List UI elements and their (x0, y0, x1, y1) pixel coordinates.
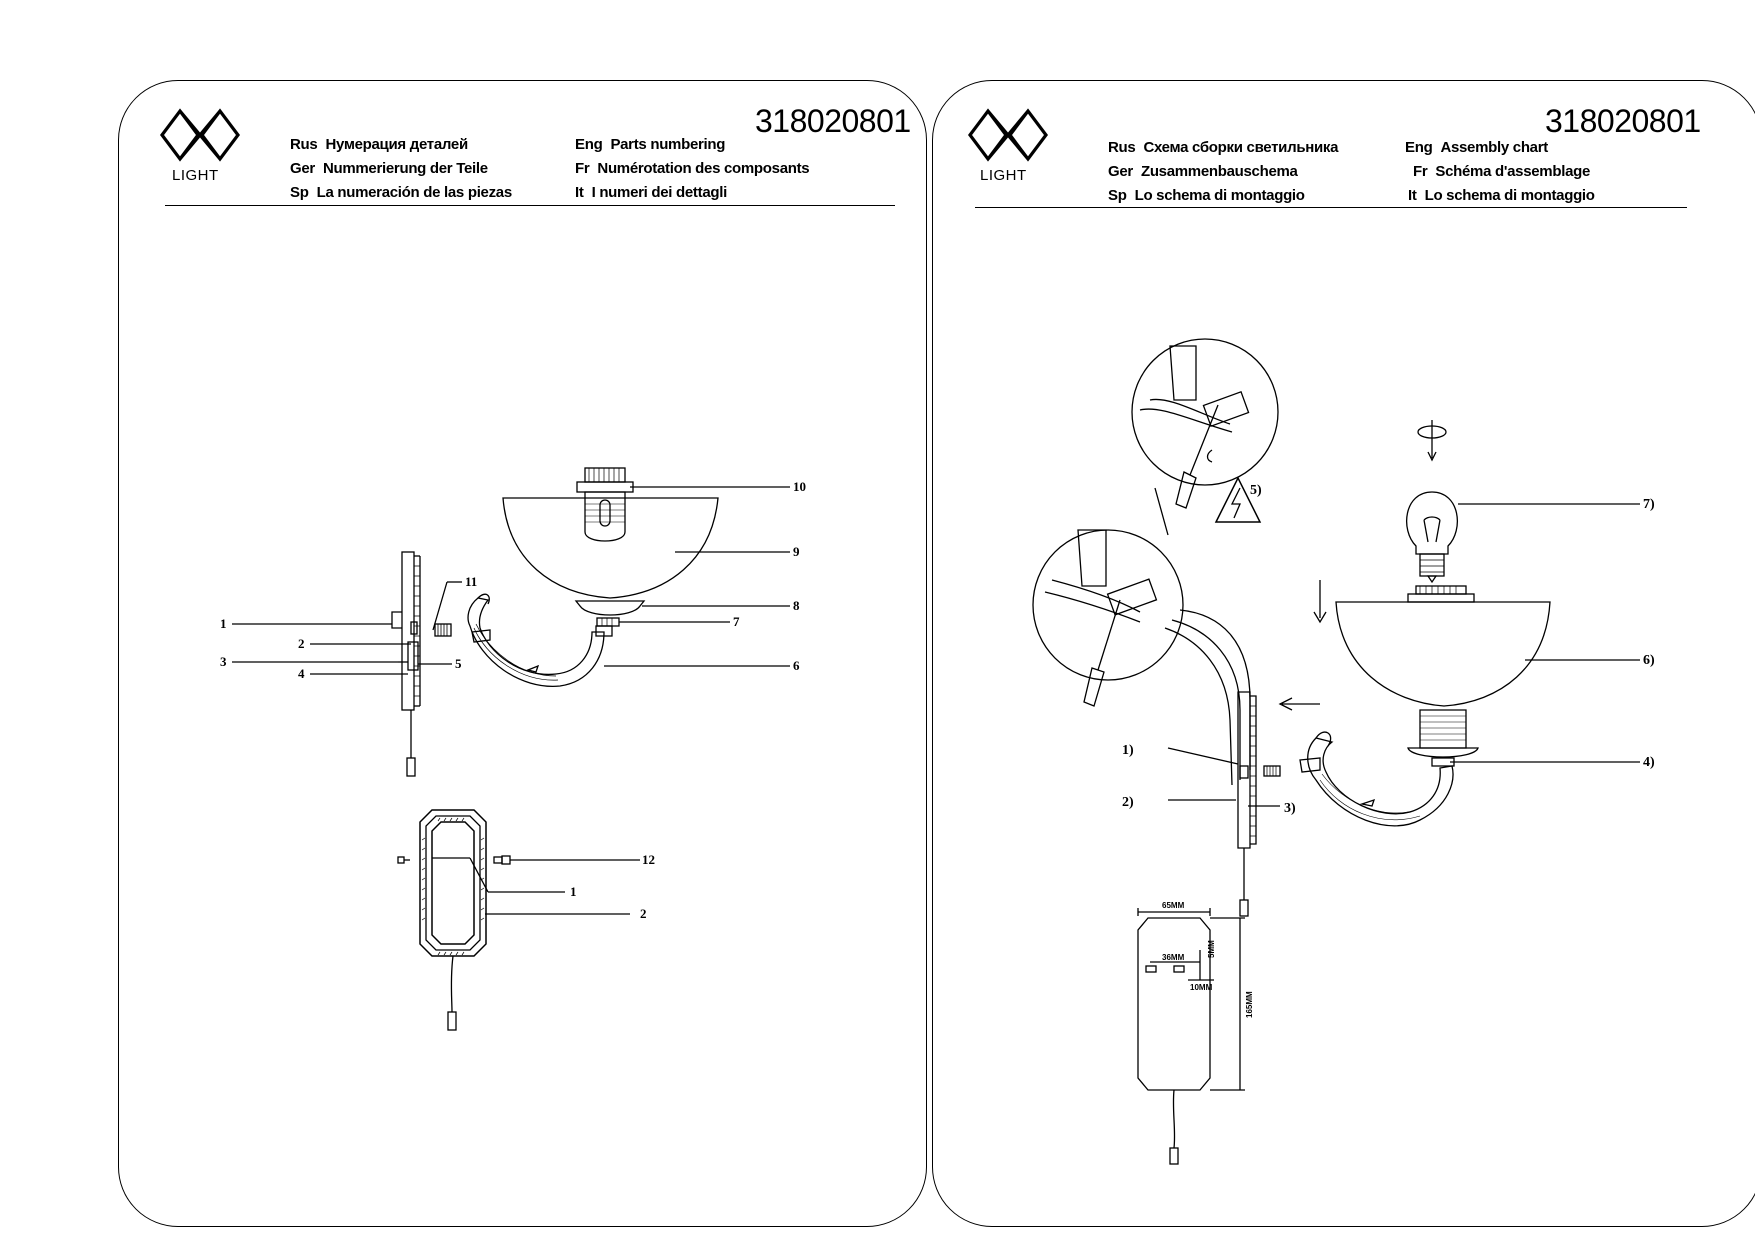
callout-2b: 2 (640, 906, 647, 921)
wiring-detail-circle-bottom (1032, 529, 1184, 681)
callout-9: 9 (793, 544, 800, 559)
backplate-side (401, 551, 415, 711)
step-6: 6) (1643, 653, 1655, 668)
dim-height: 165MM (1245, 991, 1254, 1018)
callout-3: 3 (220, 654, 227, 669)
callout-7: 7 (733, 614, 740, 629)
exploded-view-sconce (232, 467, 790, 777)
callout-4: 4 (298, 666, 305, 681)
step-7: 7) (1643, 497, 1655, 512)
rotate-arrow-icon (1417, 425, 1447, 439)
model-number-left: 318020801 (755, 103, 911, 139)
brand-logo-right: LIGHT (968, 105, 1058, 200)
callout-12: 12 (642, 852, 655, 867)
callout-8: 8 (793, 598, 800, 613)
electric-warning-icon (1214, 476, 1262, 523)
brand-logo-left: LIGHT (160, 105, 250, 200)
callout-1b: 1 (570, 884, 577, 899)
header-rule-right (975, 207, 1687, 208)
dim-10mm: 10MM (1190, 983, 1213, 992)
mw-light-logo-icon (968, 108, 1048, 162)
wiring-detail-circle-top (1131, 338, 1279, 486)
bulb-icon (1406, 491, 1458, 555)
step-2: 2) (1122, 795, 1134, 810)
model-number-right: 318020801 (1545, 103, 1701, 139)
step-4: 4) (1643, 755, 1655, 770)
callout-11: 11 (465, 574, 477, 589)
callout-6: 6 (793, 658, 800, 673)
logo-text: LIGHT (980, 167, 1027, 184)
logo-text: LIGHT (172, 167, 219, 184)
backplate-front-view (397, 809, 640, 1031)
dim-hole-spacing: 36MM (1162, 953, 1185, 962)
assembly-diagram (1032, 338, 1640, 1165)
dim-5mm: 5MM (1207, 940, 1216, 958)
callout-2: 2 (298, 636, 305, 651)
step-5: 5) (1250, 483, 1262, 498)
mw-light-logo-icon (160, 108, 240, 162)
callout-10: 10 (793, 479, 806, 494)
callout-5: 5 (455, 656, 462, 671)
step-1: 1) (1122, 743, 1134, 758)
step-3: 3) (1284, 801, 1296, 816)
dim-width: 65MM (1162, 901, 1185, 910)
assembly-chart-page (932, 80, 1755, 1227)
header-rule-left (165, 205, 895, 206)
callout-1: 1 (220, 616, 227, 631)
parts-numbering-page (118, 80, 927, 1227)
